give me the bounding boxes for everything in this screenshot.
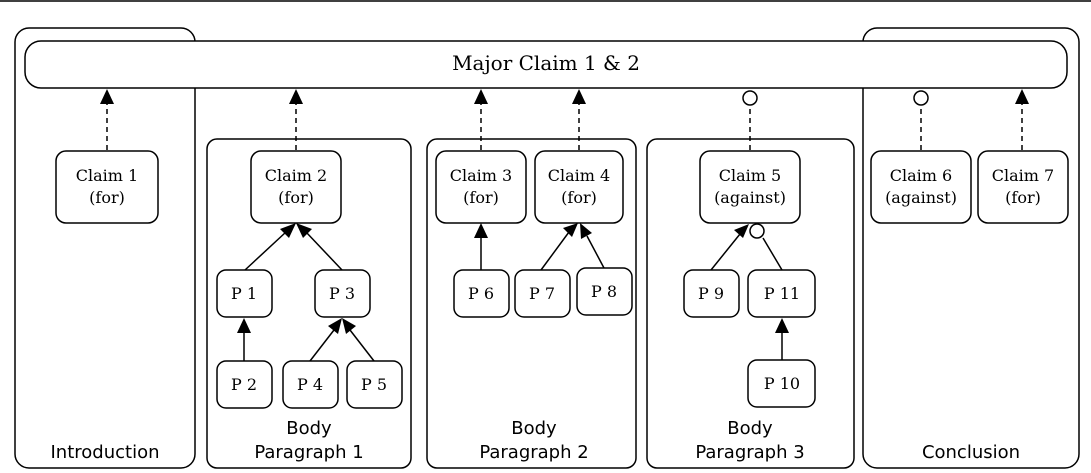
section-body-paragraph-1: [206, 138, 412, 469]
premise-3-label: P 3: [329, 284, 355, 303]
premises: P 1 P 3 P 2 P 4 P 5 P 6 P 7 P 8 P 9 P 11…: [216, 267, 816, 409]
premise-10-label: P 10: [764, 374, 800, 393]
premise-8-box: [576, 267, 633, 316]
premise-4-box: [282, 360, 339, 409]
claim-5-box: [699, 150, 801, 224]
arrowhead-p2-p1: [237, 318, 251, 333]
claim-6-stance: (against): [885, 188, 957, 207]
edge-p4-p3: [309, 329, 335, 362]
premise-11-box: [747, 269, 816, 318]
section-label-body1-line2: Paragraph 1: [254, 442, 363, 463]
premise-2-box: [216, 360, 273, 409]
premise-1-box: [216, 269, 273, 318]
arrowhead-p9-c5: [734, 224, 749, 238]
attack-circle-p11-c5: [749, 223, 765, 239]
section-label-introduction: Introduction: [50, 442, 159, 463]
edge-p3-c2: [305, 231, 343, 271]
premise-4-label: P 4: [297, 375, 323, 394]
edge-p5-p3: [349, 329, 375, 362]
attack-circle-c6: [913, 90, 929, 106]
arrowhead-p6-c3: [474, 223, 488, 238]
edge-p11-c5: [762, 237, 783, 271]
arrowhead-c3: [474, 89, 488, 104]
premise-2-label: P 2: [231, 375, 257, 394]
arrowhead-c7: [1015, 89, 1029, 104]
claim-4-box: [534, 150, 624, 224]
claim-7-stance: (for): [1005, 188, 1041, 207]
premise-10-box: [747, 359, 816, 408]
premise-5-box: [346, 360, 403, 409]
claim-6-title: Claim 6: [890, 166, 952, 185]
claim-7-box: [977, 150, 1069, 224]
major-claim-connectors: [100, 89, 1029, 150]
section-label-conclusion: Conclusion: [922, 442, 1020, 463]
claim-2: Claim 2 (for): [250, 150, 342, 224]
premise-6-label: P 6: [468, 284, 494, 303]
section-body-paragraph-2: [426, 138, 637, 469]
section-label-body3-line2: Paragraph 3: [695, 442, 804, 463]
claim-7-title: Claim 7: [992, 166, 1054, 185]
section-label-body3-line1: Body: [727, 418, 773, 439]
premise-1-label: P 1: [231, 284, 257, 303]
premise-3-box: [314, 269, 371, 318]
claim-4: Claim 4 (for): [534, 150, 624, 224]
claim-2-title: Claim 2: [265, 166, 327, 185]
premise-7-box: [514, 269, 571, 318]
claim-2-stance: (for): [278, 188, 314, 207]
arrowhead-c4: [572, 89, 586, 104]
arrowhead-p8-c4: [580, 223, 592, 239]
claim-4-stance: (for): [561, 188, 597, 207]
claim-1-title: Claim 1: [76, 166, 138, 185]
claim-3-stance: (for): [463, 188, 499, 207]
claim-1-stance: (for): [89, 188, 125, 207]
arrowhead-p10-p11: [775, 318, 789, 333]
edge-p1-c2: [244, 231, 287, 271]
claim-1-box: [55, 150, 159, 224]
section-introduction: [14, 27, 196, 469]
section-labels: Introduction Body Paragraph 1 Body Parag…: [50, 418, 1020, 463]
arrowhead-p1-c2: [280, 223, 296, 238]
premise-connectors: [237, 223, 789, 362]
claim-6: Claim 6 (against): [870, 150, 972, 224]
claim-4-title: Claim 4: [548, 166, 610, 185]
claim-5: Claim 5 (against): [699, 150, 801, 224]
claim-3-box: [435, 150, 527, 224]
claim-7: Claim 7 (for): [977, 150, 1069, 224]
claim-5-stance: (against): [714, 188, 786, 207]
claim-6-box: [870, 150, 972, 224]
arrowhead-c2: [289, 89, 303, 104]
section-label-body2-line2: Paragraph 2: [479, 442, 588, 463]
premise-6-box: [453, 269, 510, 318]
arrowhead-p3-c2: [296, 223, 312, 238]
claim-3: Claim 3 (for): [435, 150, 527, 224]
claim-2-box: [250, 150, 342, 224]
premise-9-box: [683, 269, 740, 318]
section-conclusion: [862, 27, 1080, 469]
major-claim-box: [24, 40, 1068, 89]
claim-1: Claim 1 (for): [55, 150, 159, 224]
premise-8-label: P 8: [591, 282, 617, 301]
claim-3-title: Claim 3: [450, 166, 512, 185]
section-label-body1-line1: Body: [286, 418, 332, 439]
arrowhead-p5-p3: [342, 318, 356, 334]
edge-p8-c4: [586, 235, 605, 269]
arrowhead-c1: [100, 89, 114, 104]
claim-5-title: Claim 5: [719, 166, 781, 185]
major-claim-label: Major Claim 1 & 2: [452, 51, 640, 75]
premise-7-label: P 7: [529, 284, 555, 303]
section-label-body2-line1: Body: [511, 418, 557, 439]
edge-p7-c4: [540, 231, 570, 271]
premise-11-label: P 11: [764, 284, 800, 303]
premise-5-label: P 5: [361, 375, 387, 394]
arrowhead-p4-p3: [328, 318, 342, 334]
arrowhead-p7-c4: [563, 223, 578, 237]
edge-p9-c5: [710, 233, 741, 271]
attack-circle-c5: [742, 90, 758, 106]
premise-9-label: P 9: [698, 284, 724, 303]
